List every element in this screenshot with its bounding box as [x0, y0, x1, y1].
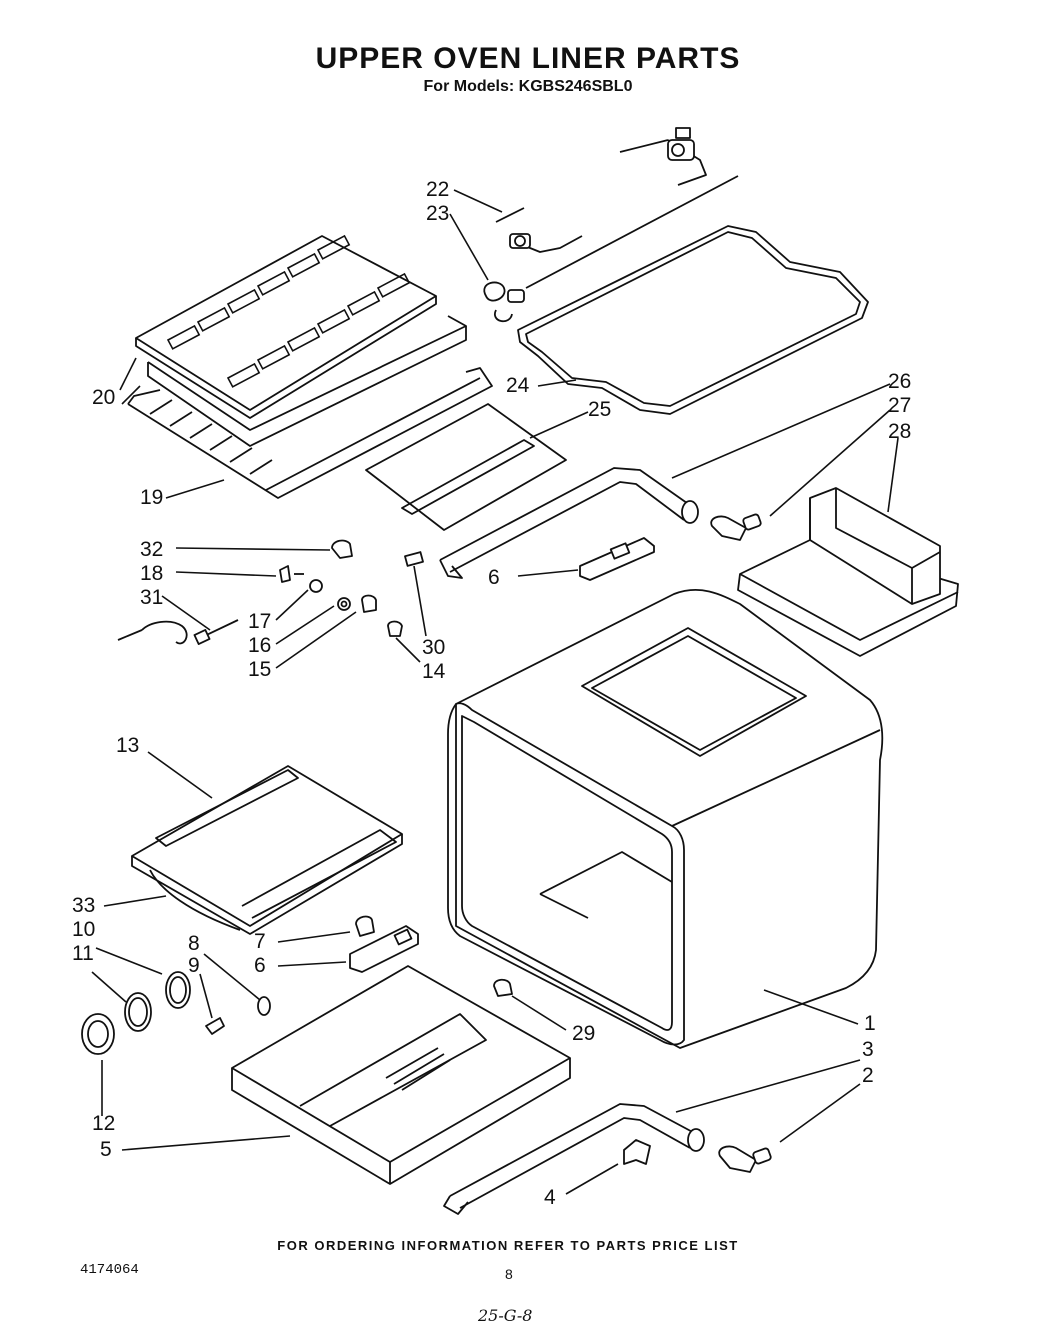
callout-31: 31	[140, 586, 163, 609]
callout-6-upper: 6	[488, 566, 500, 589]
callout-24: 24	[506, 374, 530, 397]
flame-spreader-part-13-33	[131, 765, 403, 935]
callout-9: 9	[188, 954, 200, 977]
page-title: UPPER OVEN LINER PARTS	[315, 42, 741, 75]
document-number: 4174064	[80, 1262, 139, 1278]
ordering-note: FOR ORDERING INFORMATION REFER TO PARTS …	[277, 1238, 739, 1253]
callout-27: 27	[888, 394, 911, 417]
callout-25: 25	[588, 398, 611, 421]
knob-rings-parts-8-12	[81, 971, 271, 1055]
bracket-part-4	[623, 1139, 651, 1165]
heat-baffle-part-25	[365, 403, 567, 531]
callout-6-lower: 6	[254, 954, 266, 977]
burner-tube-part-26	[439, 467, 699, 579]
model-subtitle: For Models: KGBS246SBL0	[423, 78, 633, 95]
callout-22: 22	[426, 178, 449, 201]
callout-13: 13	[116, 734, 139, 757]
callout-33: 33	[72, 894, 95, 917]
callout-26: 26	[888, 370, 911, 393]
callout-14: 14	[422, 660, 446, 683]
bottom-pan-part-5	[231, 965, 571, 1185]
callout-17: 17	[248, 610, 271, 633]
small-hardware-parts	[117, 539, 424, 645]
igniter-part-6-7-lower	[349, 915, 419, 973]
callout-29: 29	[572, 1022, 595, 1045]
clip-part-29	[493, 978, 513, 997]
callout-1: 1	[864, 1012, 876, 1035]
callout-28: 28	[888, 420, 911, 443]
flue-box-part-28	[737, 487, 959, 657]
callout-labels: 22 23 24 25 26 27 28 20 19 32 18 31 17 1…	[72, 178, 911, 1209]
burner-tube-part-3	[443, 1103, 705, 1215]
burner-igniter-part-22-23	[483, 207, 583, 323]
handwritten-note: 25-G-8	[478, 1306, 533, 1325]
callout-4: 4	[544, 1186, 556, 1209]
callout-11: 11	[72, 942, 94, 965]
oven-rack-part-19	[127, 367, 493, 499]
callout-30: 30	[422, 636, 445, 659]
upper-burner-valve-assembly	[525, 127, 739, 289]
callout-20: 20	[92, 386, 115, 409]
orifice-elbow-part-2	[718, 1145, 772, 1173]
callout-32: 32	[140, 538, 163, 561]
callout-3: 3	[862, 1038, 874, 1061]
broiler-pan-part-20	[135, 234, 467, 447]
oven-liner-cavity-part-1	[447, 589, 884, 1049]
callout-23: 23	[426, 202, 449, 225]
orifice-elbow-part-27	[710, 513, 762, 541]
callout-16: 16	[248, 634, 271, 657]
callout-8: 8	[188, 932, 200, 955]
bake-element-part-24	[517, 225, 869, 415]
callout-18: 18	[140, 562, 163, 585]
callout-19: 19	[140, 486, 163, 509]
callout-5: 5	[100, 1138, 112, 1161]
callout-15: 15	[248, 658, 271, 681]
callout-7: 7	[254, 930, 266, 953]
callout-12: 12	[92, 1112, 115, 1135]
callout-10: 10	[72, 918, 95, 941]
callout-leader-lines	[91, 189, 899, 1195]
page-number: 8	[505, 1266, 513, 1282]
igniter-part-6-upper	[579, 537, 655, 581]
callout-2: 2	[862, 1064, 874, 1087]
